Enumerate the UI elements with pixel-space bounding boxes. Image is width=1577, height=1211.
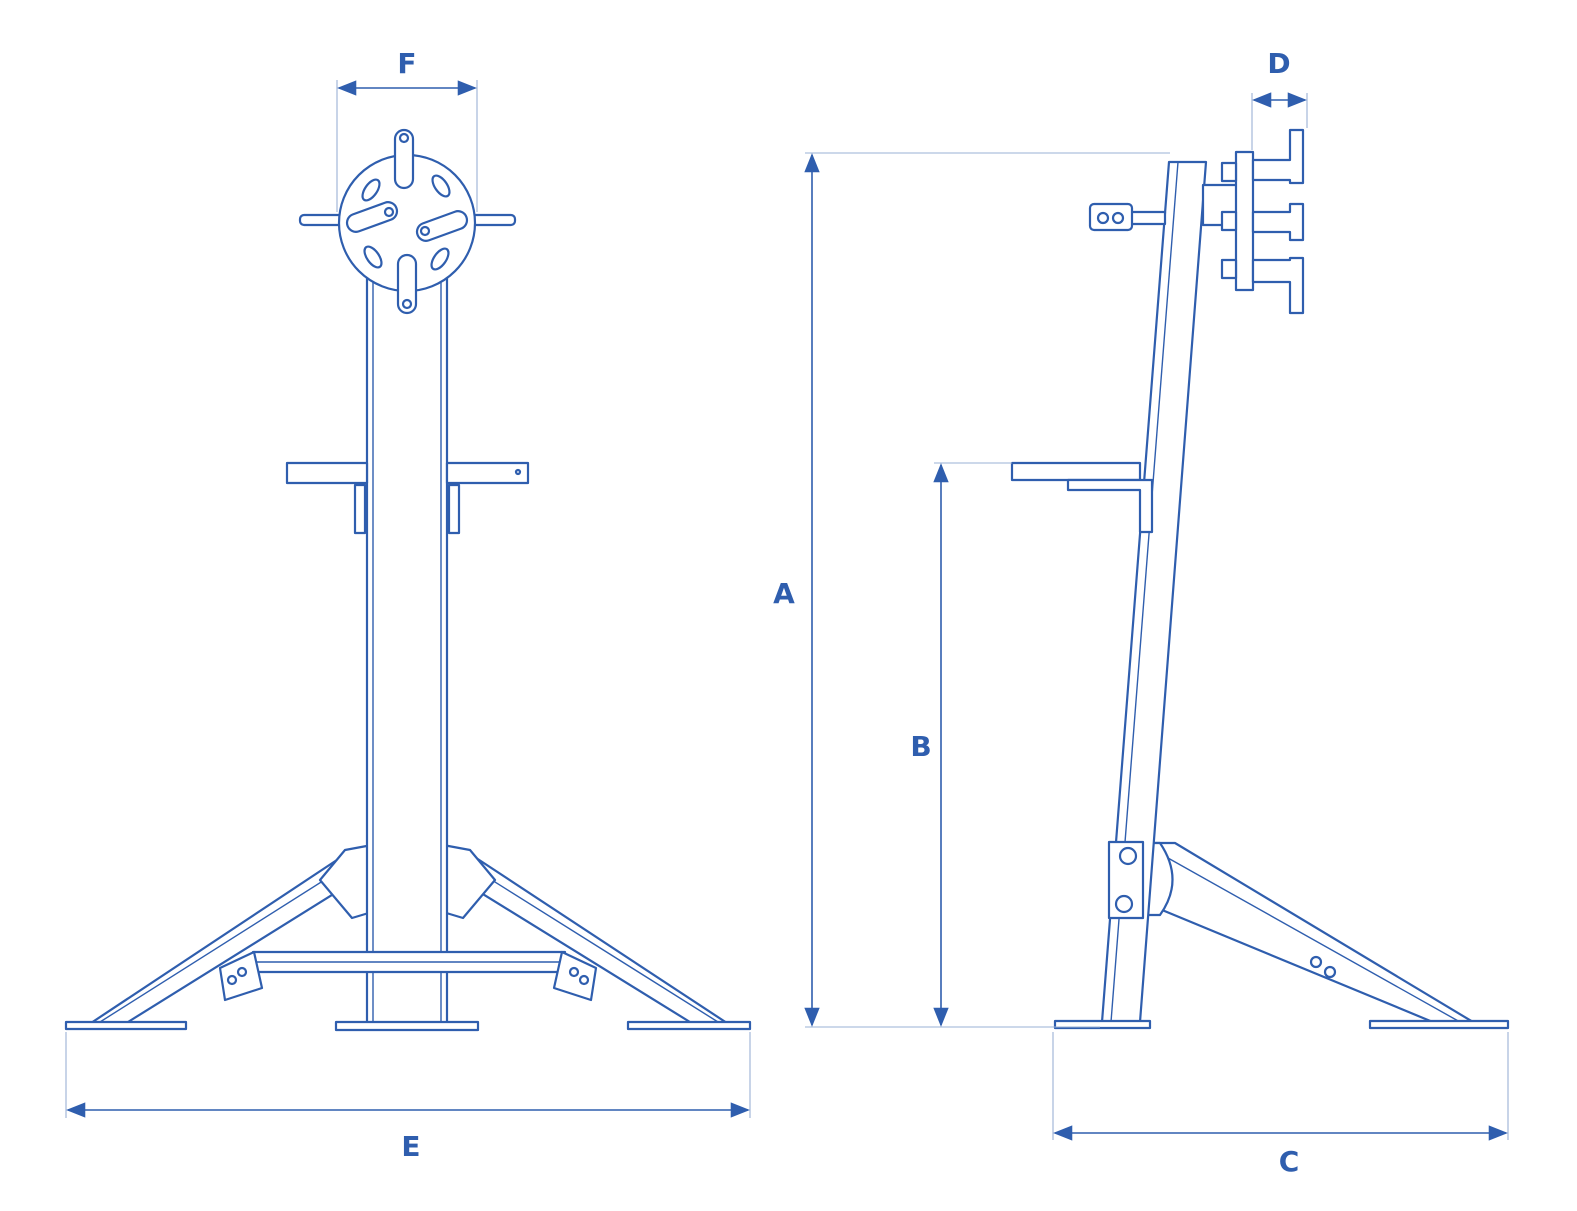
side-base-plate-right: [1368, 1019, 1510, 1030]
side-head-flange: [1201, 128, 1305, 315]
side-view: [1010, 128, 1510, 1030]
front-post: [365, 273, 449, 1029]
dimension-label-c: C: [1279, 1145, 1300, 1178]
dimension-label-b: B: [910, 730, 931, 763]
side-shelf: [1010, 461, 1154, 534]
side-front-handle: [1088, 202, 1167, 232]
front-base-plate-left: [64, 1020, 188, 1031]
dimension-label-a: A: [773, 577, 795, 610]
front-shelf: [285, 461, 530, 535]
dimension-label-d: D: [1267, 47, 1290, 80]
front-cross-brace: [218, 950, 598, 1002]
front-head-disc: [337, 128, 477, 315]
front-base-plate-center: [334, 1020, 480, 1032]
front-view: [64, 128, 752, 1032]
dimension-label-f: F: [397, 47, 416, 80]
dimension-label-e: E: [401, 1130, 420, 1163]
side-base-plate-left: [1053, 1019, 1152, 1030]
front-base-plate-right: [626, 1020, 752, 1031]
side-leg: [1138, 841, 1480, 1027]
dimension-lines: [65, 80, 1509, 1141]
